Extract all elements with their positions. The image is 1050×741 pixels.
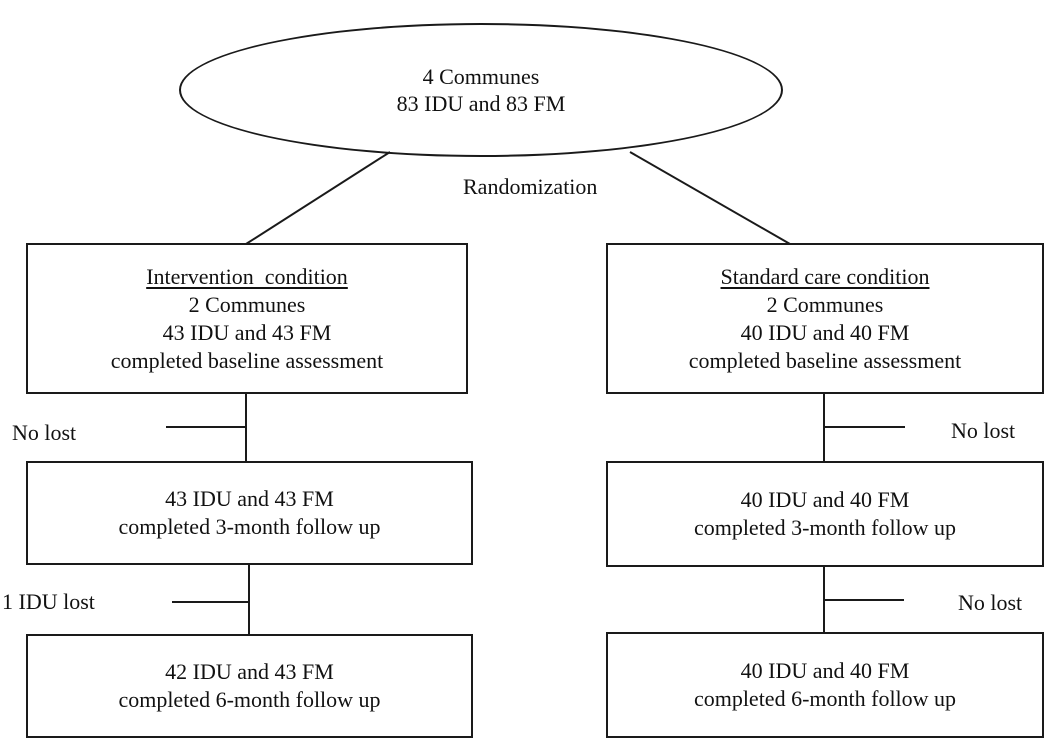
intervention-3month-status: completed 3-month follow up	[118, 514, 381, 539]
intervention-loss-3month: No lost	[12, 420, 77, 445]
intervention-communes: 2 Communes	[188, 291, 306, 317]
standard-care-loss-6month: No lost	[958, 590, 1023, 615]
randomization-line-left	[245, 151, 391, 245]
intervention-3month-participants: 43 IDU and 43 FM	[165, 486, 334, 511]
standard-care-participants: 40 IDU and 40 FM	[740, 319, 910, 345]
standard-care-6month-box: 40 IDU and 40 FM completed 6-month follo…	[606, 632, 1044, 738]
standard-care-3month-participants: 40 IDU and 40 FM	[740, 487, 910, 512]
standard-care-title: Standard care condition	[720, 263, 930, 289]
standard-care-loss-3month: No lost	[951, 418, 1016, 443]
intervention-loss-6month: 1 IDU lost	[2, 589, 95, 614]
randomization-line-right	[629, 151, 791, 245]
standard-care-6month-status: completed 6-month follow up	[693, 686, 957, 711]
enrollment-communes: 4 Communes	[422, 64, 540, 89]
standard-care-baseline-status: completed baseline assessment	[688, 347, 962, 373]
intervention-baseline-box: Intervention condition 2 Communes 43 IDU…	[26, 243, 468, 394]
intervention-3month-box: 43 IDU and 43 FM completed 3-month follo…	[26, 461, 473, 565]
intervention-baseline-status: completed baseline assessment	[110, 347, 384, 373]
enrollment-ellipse: 4 Communes 83 IDU and 83 FM	[179, 23, 783, 157]
standard-care-communes: 2 Communes	[766, 291, 884, 317]
randomization-label: Randomization	[463, 174, 598, 199]
intervention-6month-participants: 42 IDU and 43 FM	[165, 659, 334, 684]
standard-care-baseline-box: Standard care condition 2 Communes 40 ID…	[606, 243, 1044, 394]
standard-care-3month-box: 40 IDU and 40 FM completed 3-month follo…	[606, 461, 1044, 567]
enrollment-participants: 83 IDU and 83 FM	[396, 91, 566, 116]
intervention-title: Intervention condition	[146, 263, 348, 289]
intervention-6month-status: completed 6-month follow up	[118, 687, 381, 712]
intervention-6month-box: 42 IDU and 43 FM completed 6-month follo…	[26, 634, 473, 738]
standard-care-6month-participants: 40 IDU and 40 FM	[740, 658, 910, 683]
intervention-participants: 43 IDU and 43 FM	[162, 319, 332, 345]
standard-care-3month-status: completed 3-month follow up	[693, 515, 957, 540]
